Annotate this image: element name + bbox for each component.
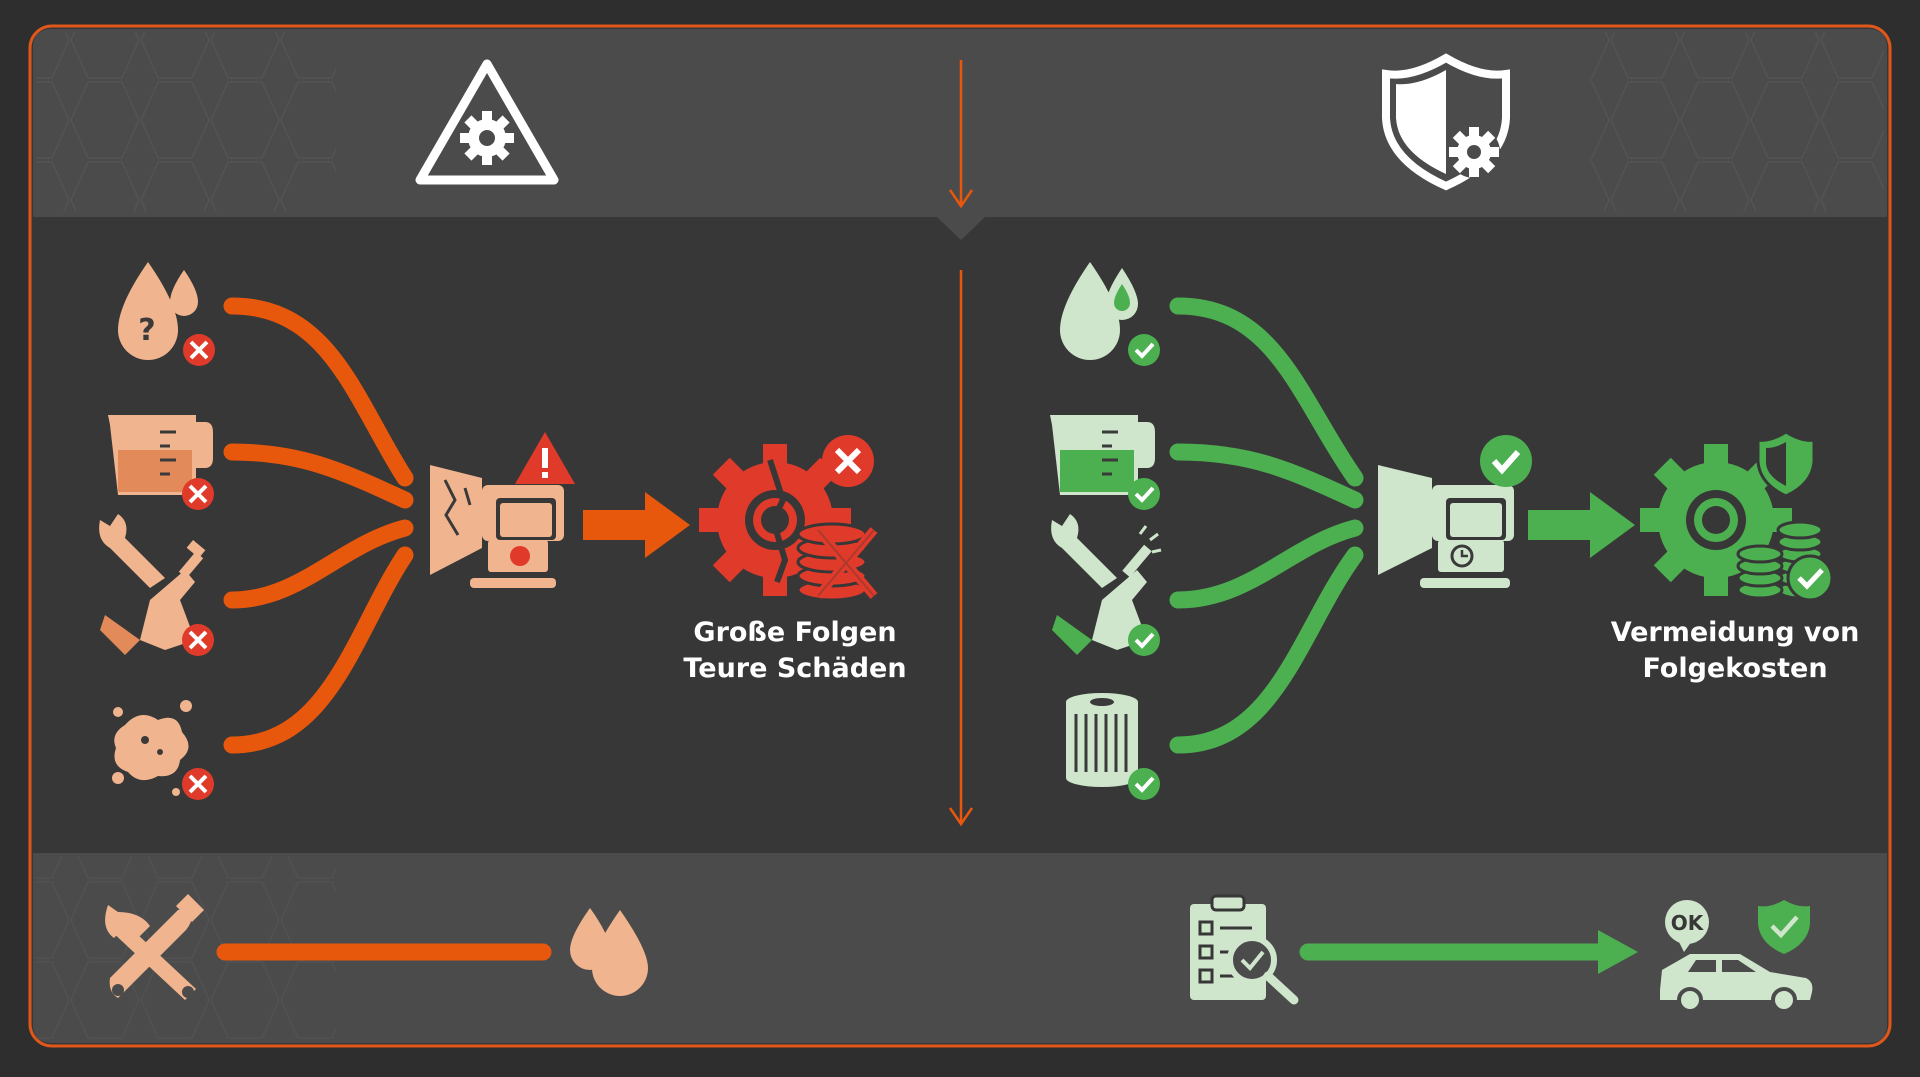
broken-gear-coins-icon	[699, 435, 878, 602]
right-result-line1: Vermeidung von	[1610, 617, 1860, 648]
svg-text:?: ?	[138, 313, 155, 348]
left-result-arrow	[583, 492, 690, 558]
tools-icon	[105, 894, 204, 1000]
measuring-cup-icon	[108, 415, 213, 495]
car-ok-shield-icon: OK	[1660, 900, 1813, 1013]
oil-drops-icon	[570, 908, 648, 996]
cracked-engine-icon	[430, 432, 575, 588]
timeline-arrowhead	[1598, 930, 1638, 974]
divider-top-arrowhead	[948, 189, 974, 209]
warning-gear-icon	[415, 59, 559, 185]
hex-pattern-top-right	[1590, 32, 1884, 212]
oil-filter-icon	[1066, 693, 1138, 787]
oil-drops-question-icon: ?	[118, 262, 198, 360]
right-result-arrow	[1528, 492, 1635, 558]
wrench-hand-icon	[99, 514, 206, 655]
error-badge	[182, 624, 214, 656]
divider-bottom-arrowhead	[948, 807, 974, 827]
measuring-cup-icon	[1050, 415, 1155, 495]
shield-gear-icon	[1382, 53, 1510, 191]
hex-pattern-top-left	[36, 32, 336, 212]
ok-badge	[1128, 624, 1160, 656]
left-flow-lines	[223, 297, 414, 754]
error-badge	[182, 478, 214, 510]
error-badge	[182, 768, 214, 800]
ok-badge	[1128, 334, 1160, 366]
oil-drops-icon	[1060, 262, 1138, 360]
right-result-caption: Vermeidung von Folgekosten	[1585, 615, 1885, 687]
left-result-caption: Große Folgen Teure Schäden	[645, 615, 945, 687]
engine-ok-icon	[1378, 435, 1532, 588]
ok-bubble-text: OK	[1671, 911, 1705, 935]
left-result-line1: Große Folgen	[693, 617, 897, 648]
ok-badge	[1128, 768, 1160, 800]
ok-badge	[1128, 478, 1160, 510]
right-flow-lines	[1169, 297, 1364, 754]
error-badge	[183, 334, 215, 366]
checklist-magnifier-icon	[1190, 894, 1299, 1005]
gear-coins-shield-icon	[1640, 430, 1834, 602]
dirt-particles-icon	[112, 700, 192, 796]
right-result-line2: Folgekosten	[1642, 653, 1828, 684]
left-result-line2: Teure Schäden	[683, 653, 907, 684]
